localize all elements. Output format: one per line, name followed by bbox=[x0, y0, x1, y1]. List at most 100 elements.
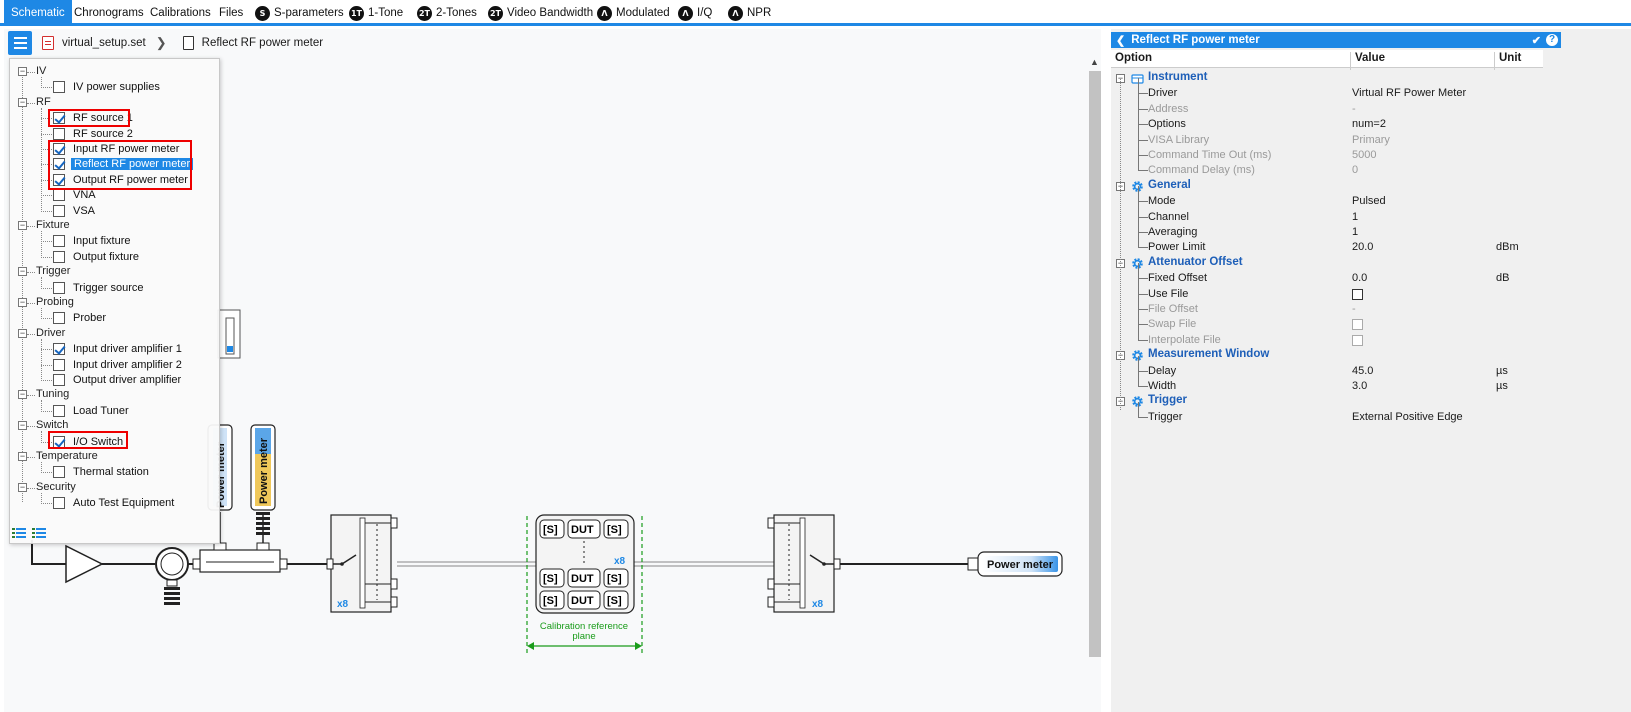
tree-checkbox[interactable] bbox=[53, 312, 65, 325]
tree-item-vsa[interactable]: VSA bbox=[53, 204, 97, 218]
property-value[interactable]: 3.0 bbox=[1352, 380, 1368, 392]
tree-group-iv[interactable]: IV bbox=[36, 65, 47, 77]
column-option[interactable]: Option bbox=[1115, 52, 1153, 64]
expand-all-icon[interactable] bbox=[12, 527, 26, 539]
tree-checkbox[interactable] bbox=[53, 235, 65, 248]
tree-item-input-driver-amplifier-2[interactable]: Input driver amplifier 2 bbox=[53, 358, 184, 372]
tree-checkbox[interactable] bbox=[53, 281, 65, 294]
property-value[interactable]: 1 bbox=[1352, 210, 1359, 223]
tree-group-trigger[interactable]: Trigger bbox=[36, 265, 71, 278]
tree-group-fixture[interactable]: Fixture bbox=[36, 219, 70, 231]
collapse-all-icon[interactable] bbox=[32, 527, 46, 539]
tab-schematic[interactable]: Schematic bbox=[4, 0, 72, 26]
scroll-up-arrow-icon[interactable]: ▲ bbox=[1090, 57, 1099, 67]
directional-coupler[interactable] bbox=[199, 549, 281, 573]
tree-checkbox[interactable] bbox=[53, 250, 65, 263]
property-value[interactable]: num=2 bbox=[1352, 118, 1386, 131]
tree-collapse-icon[interactable]: − bbox=[18, 451, 27, 461]
section-attenuator-offset[interactable]: −Attenuator Offset bbox=[1111, 256, 1541, 271]
tab-chronograms[interactable]: Chronograms bbox=[70, 2, 148, 24]
tree-item-input-driver-amplifier-1[interactable]: Input driver amplifier 1 bbox=[53, 342, 184, 356]
tree-checkbox[interactable] bbox=[53, 81, 65, 94]
dut-row-1[interactable]: [S] DUT [S] bbox=[539, 519, 629, 539]
canvas-vertical-scrollbar[interactable]: ▲ bbox=[1089, 57, 1101, 657]
tree-collapse-icon[interactable]: − bbox=[18, 481, 27, 492]
column-unit[interactable]: Unit bbox=[1499, 52, 1522, 64]
property-value[interactable]: Virtual RF Power Meter bbox=[1352, 87, 1467, 100]
tree-item-output-fixture[interactable]: Output fixture bbox=[53, 250, 141, 264]
section-instrument[interactable]: −Instrument bbox=[1111, 71, 1541, 86]
tree-group-driver[interactable]: Driver bbox=[36, 326, 66, 339]
tree-checkbox[interactable] bbox=[53, 173, 65, 186]
section-measurement-window[interactable]: −Measurement Window bbox=[1111, 348, 1541, 363]
tree-checkbox[interactable] bbox=[53, 127, 65, 140]
dut-row-2[interactable]: [S] DUT [S] bbox=[539, 568, 629, 588]
tree-checkbox[interactable] bbox=[53, 158, 65, 171]
tree-item-load-tuner[interactable]: Load Tuner bbox=[53, 404, 131, 418]
tree-item-output-driver-amplifier[interactable]: Output driver amplifier bbox=[53, 373, 183, 387]
tree-collapse-icon[interactable]: − bbox=[18, 420, 27, 431]
driver-amplifier[interactable] bbox=[65, 544, 104, 584]
breadcrumb-file[interactable]: virtual_setup.set bbox=[62, 37, 146, 49]
tree-checkbox[interactable] bbox=[53, 204, 65, 217]
property-row-use-file[interactable]: Use File bbox=[1111, 278, 1631, 302]
tree-group-tuning[interactable]: Tuning bbox=[36, 388, 70, 401]
property-value[interactable]: Pulsed bbox=[1352, 195, 1386, 208]
tree-checkbox[interactable] bbox=[53, 112, 65, 125]
tree-collapse-icon[interactable]: − bbox=[18, 297, 27, 307]
tree-checkbox[interactable] bbox=[53, 374, 65, 386]
tree-item-prober[interactable]: Prober bbox=[53, 311, 108, 325]
tree-checkbox[interactable] bbox=[53, 404, 65, 417]
tree-checkbox[interactable] bbox=[53, 497, 65, 510]
tree-item-thermal-station[interactable]: Thermal station bbox=[53, 465, 151, 479]
tree-checkbox[interactable] bbox=[53, 143, 65, 155]
tree-item-output-rf-power-meter[interactable]: Output RF power meter bbox=[53, 173, 190, 187]
tree-group-switch[interactable]: Switch bbox=[36, 419, 69, 432]
property-value[interactable]: External Positive Edge bbox=[1352, 410, 1463, 423]
tree-item-input-rf-power-meter[interactable]: Input RF power meter bbox=[53, 142, 181, 156]
tree-group-probing[interactable]: Probing bbox=[36, 296, 74, 308]
tree-item-trigger-source[interactable]: Trigger source bbox=[53, 281, 146, 295]
tree-item-auto-test-equipment[interactable]: Auto Test Equipment bbox=[53, 496, 176, 510]
scrollbar-track[interactable] bbox=[1089, 71, 1101, 657]
tree-collapse-icon[interactable]: − bbox=[18, 389, 27, 400]
property-value[interactable]: 1 bbox=[1352, 226, 1359, 238]
property-value[interactable]: 0.0 bbox=[1352, 272, 1368, 285]
tree-collapse-icon[interactable]: − bbox=[18, 96, 27, 107]
tree-group-rf[interactable]: RF bbox=[36, 95, 51, 108]
tree-checkbox[interactable] bbox=[53, 358, 65, 371]
tree-item-rf-source-1[interactable]: RF source 1 bbox=[53, 111, 135, 125]
dut-row-3[interactable]: [S] DUT [S] bbox=[539, 590, 629, 610]
property-value[interactable]: 45.0 bbox=[1352, 364, 1374, 377]
tree-collapse-icon[interactable]: − bbox=[18, 220, 27, 230]
check-icon[interactable]: ✔ bbox=[1531, 34, 1541, 47]
tree-group-temperature[interactable]: Temperature bbox=[36, 450, 98, 462]
tree-collapse-icon[interactable]: − bbox=[18, 327, 27, 338]
tree-checkbox[interactable] bbox=[53, 189, 65, 202]
tree-checkbox[interactable] bbox=[53, 343, 65, 356]
property-checkbox[interactable] bbox=[1352, 288, 1363, 300]
tab-files[interactable]: Files bbox=[215, 2, 247, 24]
tree-collapse-icon[interactable]: − bbox=[18, 66, 27, 76]
tree-collapse-icon[interactable]: − bbox=[18, 266, 27, 277]
tree-item-vna[interactable]: VNA bbox=[53, 188, 98, 202]
dut-array[interactable] bbox=[535, 514, 635, 614]
tree-item-iv-power-supplies[interactable]: IV power supplies bbox=[53, 80, 162, 94]
chevron-left-icon[interactable]: ❮ bbox=[1116, 34, 1126, 47]
section-general[interactable]: −General bbox=[1111, 179, 1541, 194]
